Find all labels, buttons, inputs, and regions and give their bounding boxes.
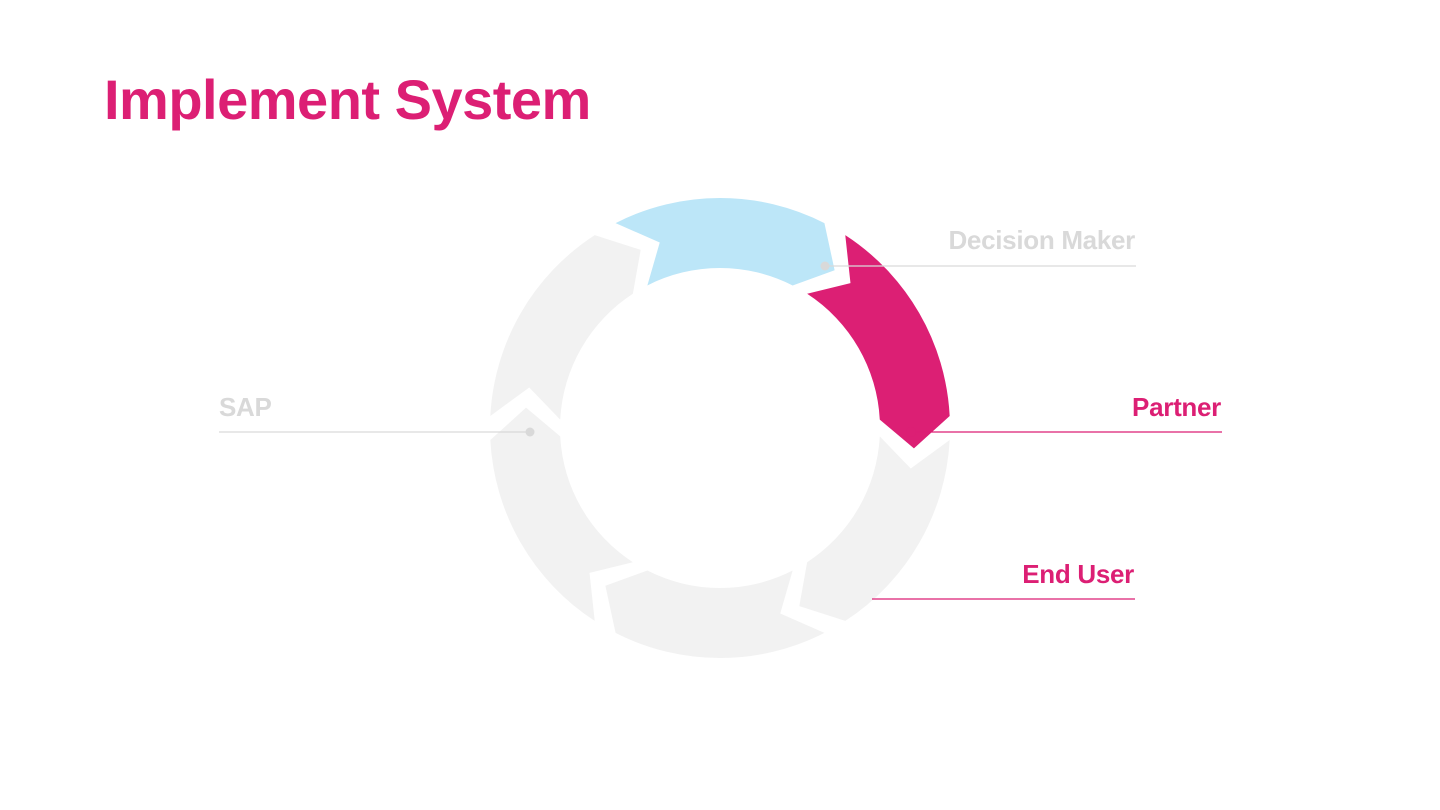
label-decision-maker: Decision Maker <box>948 225 1135 255</box>
label-sap: SAP <box>219 392 272 422</box>
cycle-segment-top-left[interactable] <box>490 407 633 621</box>
cycle-segment-top-right[interactable] <box>490 235 641 420</box>
cycle-segment-bottom-right[interactable] <box>807 235 950 449</box>
label-end-user: End User <box>1022 559 1134 589</box>
cycle-segments <box>490 198 950 658</box>
label-partner: Partner <box>1132 392 1221 422</box>
cycle-segment-right[interactable] <box>615 198 835 286</box>
cycle-segment-bottom-left[interactable] <box>799 436 950 621</box>
cycle-segment-left[interactable] <box>605 570 825 658</box>
decision-maker-dot <box>820 261 830 271</box>
sap-dot <box>525 427 535 437</box>
partner-dot <box>906 427 916 437</box>
page-title: Implement System <box>104 68 591 131</box>
